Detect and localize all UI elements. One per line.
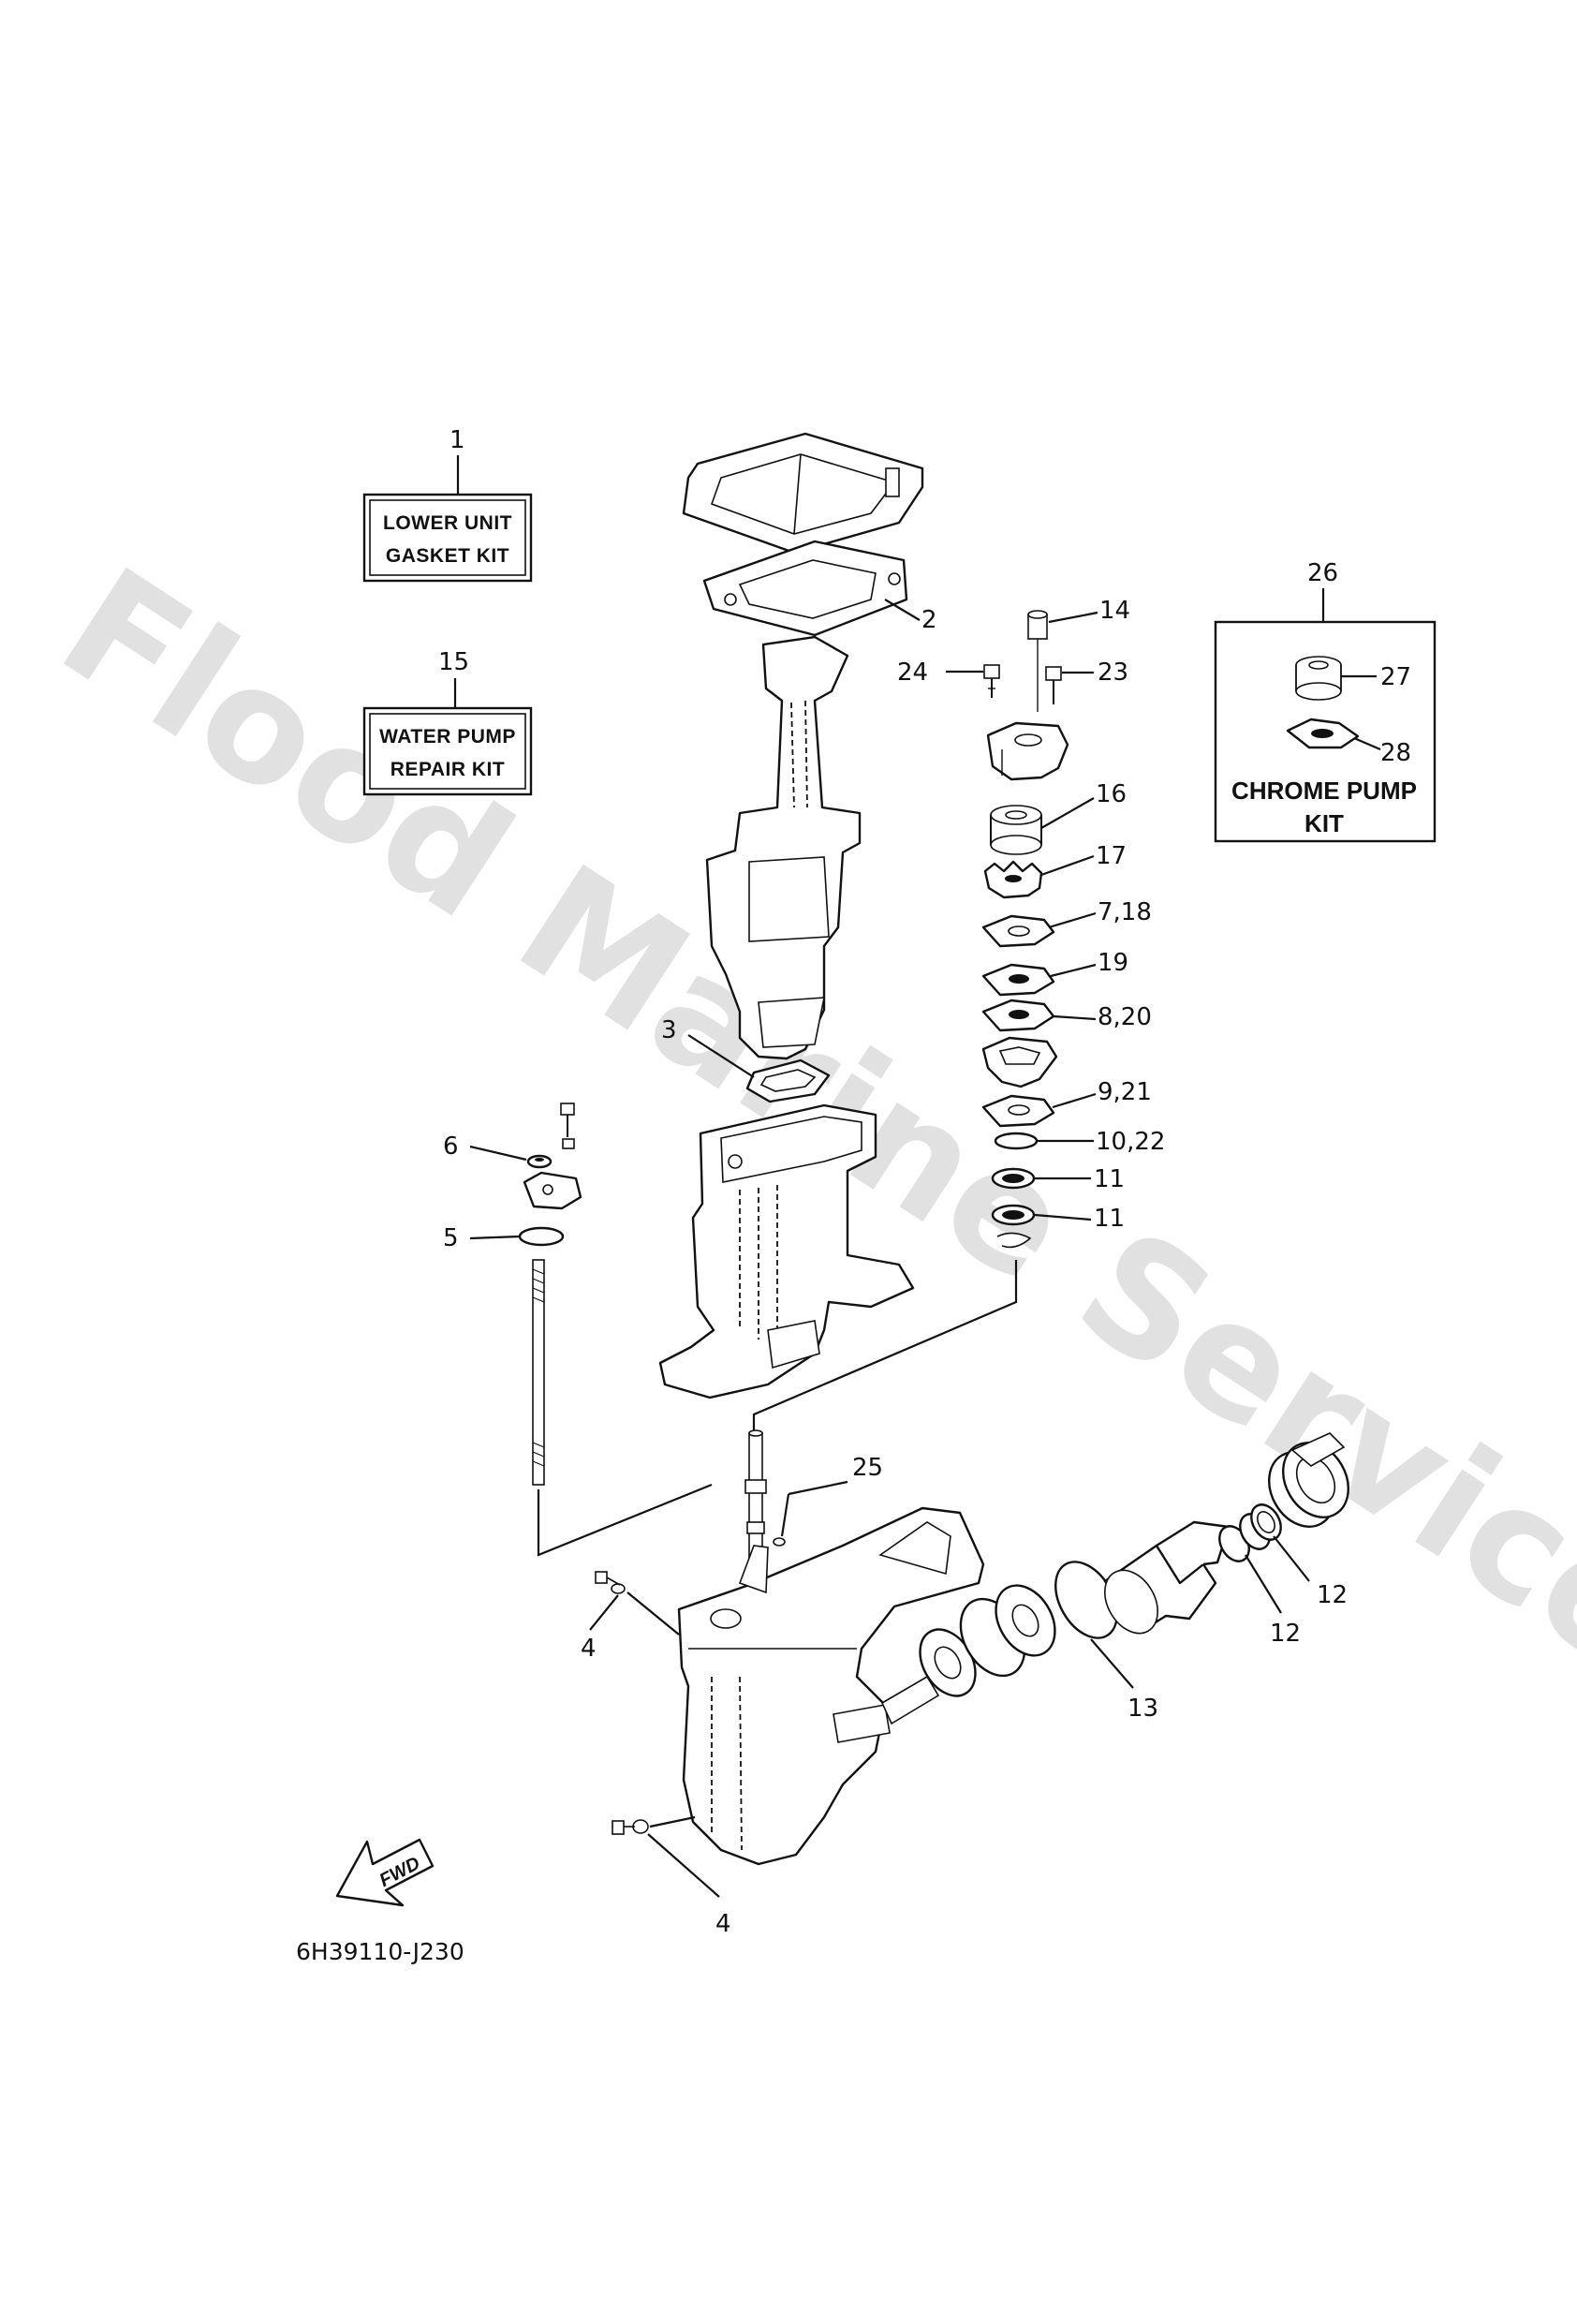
bearing-housing [1103,1520,1231,1635]
callout-25: 25 [852,1454,883,1482]
bearing-11-b [991,1204,1036,1226]
pump-plate-19 [981,963,1055,997]
kit-chrome-pump[interactable]: 26 27 28 CHROME PUMP KIT [1214,559,1437,843]
callout-9-21: 9,21 [1098,1078,1152,1106]
kit-1-line2: GASKET KIT [386,545,509,567]
bolt-24 [983,664,1000,698]
callout-16: 16 [1096,780,1127,808]
gasket-2 [702,540,908,637]
kit-26-line2: KIT [1304,809,1344,837]
callout-14: 14 [1099,597,1130,625]
callout-12-b: 12 [1317,1581,1348,1609]
callout-3: 3 [661,1016,677,1044]
gear-assembly [919,1584,1056,1697]
kit-lower-unit-gasket[interactable]: 1 LOWER UNIT GASKET KIT [362,426,533,583]
bearing-11-a [991,1167,1036,1190]
o-ring-10-22 [994,1132,1039,1150]
kit-15-line2: REPAIR KIT [391,759,505,780]
callout-12-a: 12 [1270,1620,1301,1648]
screw-4-upper [595,1571,626,1594]
upper-casing [705,635,862,1060]
callout-7-18: 7,18 [1098,898,1152,926]
shift-rod-bolt [560,1103,575,1149]
callout-2: 2 [921,606,937,634]
chrome-plate-part [1286,718,1360,749]
callout-4-b: 4 [715,1910,731,1938]
callout-11-b: 11 [1094,1205,1125,1233]
fwd-arrow-icon: FWD [335,1838,435,1907]
pump-gasket-9-21 [981,1094,1055,1128]
pump-gasket-8-20 [981,999,1055,1032]
impeller-17 [983,860,1043,899]
callout-19: 19 [1098,949,1128,977]
seal-12 [1250,1503,1282,1541]
pump-collar-14 [1027,610,1048,712]
propeller-shaft [880,1675,940,1725]
callout-4-a: 4 [581,1635,597,1663]
callout-1: 1 [450,426,465,454]
circlip [996,1232,1032,1249]
spacer-12 [1218,1513,1271,1562]
callout-15: 15 [438,648,469,676]
callout-11-a: 11 [1094,1165,1125,1193]
kit-26-line1: CHROME PUMP [1231,777,1417,805]
callout-10-22: 10,22 [1096,1128,1165,1156]
seal-part-3 [745,1058,831,1103]
callout-5: 5 [443,1224,459,1252]
upper-gasket-assembly [682,432,924,555]
pump-gasket-7-18 [981,914,1055,948]
midsection-casing [658,1103,915,1399]
shift-grommet-6 [526,1154,553,1169]
shift-bracket [523,1171,582,1210]
prop-bearing-carrier [1268,1432,1349,1528]
callout-26: 26 [1307,559,1338,587]
callout-6: 6 [443,1132,459,1161]
kit-water-pump-repair[interactable]: 15 WATER PUMP REPAIR KIT [362,648,533,796]
bolt-23 [1045,666,1062,704]
kit-1-line1: LOWER UNIT [383,512,512,534]
callout-17: 17 [1096,842,1127,870]
callout-28: 28 [1380,739,1411,767]
chrome-spacer-part [1295,656,1342,701]
screw-4-lower [612,1819,649,1835]
diagram-code: 6H39110-J230 [296,1938,464,1965]
callout-23: 23 [1098,659,1128,687]
callout-24: 24 [897,659,928,687]
callout-27: 27 [1380,663,1411,691]
drive-shaft [744,1429,767,1575]
shift-rod [532,1259,545,1486]
kit-15-line1: WATER PUMP [379,726,516,748]
pump-housing [986,721,1069,781]
pump-outer-plate [981,1036,1058,1088]
callout-13: 13 [1127,1695,1158,1723]
o-ring-5 [518,1226,565,1247]
lower-gearcase [677,1506,985,1866]
pin-25 [773,1537,786,1547]
callout-8-20: 8,20 [1098,1003,1152,1031]
pump-insert-16 [990,805,1042,855]
